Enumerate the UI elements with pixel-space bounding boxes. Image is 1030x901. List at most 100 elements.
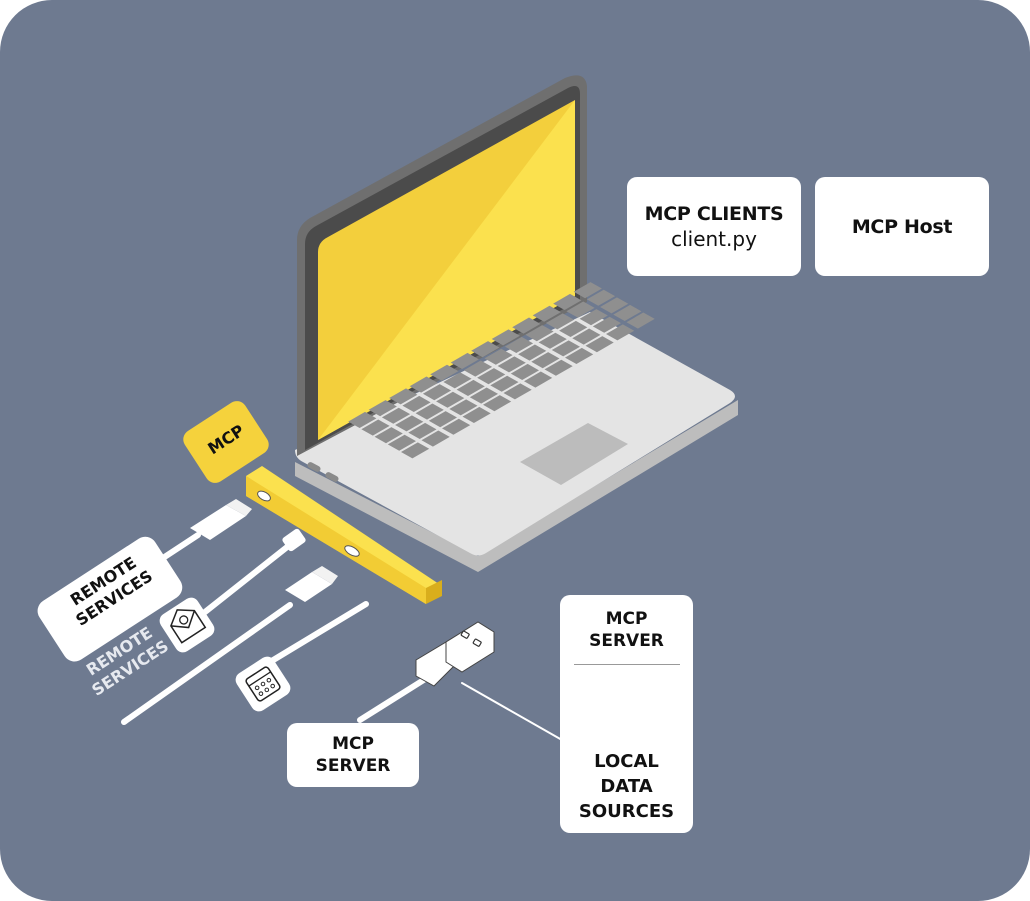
mcp-server-label: MCP SERVER	[315, 734, 391, 776]
keyboard-key	[415, 403, 444, 420]
usb-c-plug-1	[190, 505, 246, 540]
keyboard-key	[538, 332, 567, 349]
keyboard-key	[559, 320, 588, 337]
keyboard-key	[477, 368, 506, 385]
keyboard-key	[586, 289, 616, 306]
keyboard-key	[544, 359, 573, 376]
keyboard-key	[348, 411, 377, 428]
keyboard-key	[497, 356, 526, 373]
laptop-base-edge	[295, 400, 738, 572]
cable-remote-services	[160, 532, 201, 561]
keyboard-key	[613, 304, 642, 321]
cable-thin-card	[461, 682, 563, 741]
keyboard-key	[436, 391, 465, 408]
cables	[121, 532, 563, 741]
laptop-keyboard	[348, 282, 655, 459]
keyboard-key	[443, 372, 472, 389]
laptop-screen-highlight	[318, 100, 575, 440]
keyboard-key	[463, 360, 493, 377]
keyboard-key	[532, 305, 561, 322]
keyboard-key	[402, 395, 431, 412]
keyboard-key	[531, 352, 560, 369]
keyboard-key	[600, 297, 629, 314]
hub-port	[344, 545, 360, 557]
keyboard-key	[626, 312, 655, 329]
keyboard-key	[430, 364, 459, 381]
remote-services-box	[37, 536, 183, 662]
keyboard-key	[409, 376, 438, 393]
keyboard-key	[361, 419, 390, 436]
keyboard-key	[389, 388, 418, 405]
keyboard-key	[381, 407, 411, 424]
mcp-hub	[246, 466, 442, 604]
mcp-tag	[183, 401, 269, 483]
hub-top	[246, 466, 442, 596]
keyboard-key	[471, 341, 500, 358]
email-icon-card	[159, 597, 215, 653]
mcp-host-label: MCP Host	[851, 215, 953, 238]
calendar-icon	[245, 666, 281, 702]
keyboard-key	[490, 375, 519, 392]
mcp-server-box: MCP SERVER	[287, 723, 419, 787]
laptop-base-top	[295, 312, 735, 556]
keyboard-key	[553, 293, 582, 310]
hub-front-face	[246, 476, 426, 604]
keyboard-key	[565, 347, 594, 364]
laptop-port	[307, 462, 321, 472]
keyboard-key	[566, 301, 595, 318]
email-at-icon	[170, 609, 207, 644]
cable-email	[202, 537, 299, 615]
cable-long	[121, 602, 293, 725]
calendar-icon-card	[235, 656, 291, 712]
mcp-server-card-title: MCP SERVER	[589, 609, 664, 651]
keyboard-key	[483, 395, 512, 412]
usb-c-plug-2-tip	[312, 566, 338, 584]
keyboard-key	[504, 336, 534, 353]
keyboard-key	[374, 427, 403, 444]
cable-calendar	[262, 601, 369, 668]
local-data-sources-label: LOCAL DATA SOURCES	[578, 751, 675, 822]
keyboard-key	[525, 325, 554, 342]
connectors	[190, 499, 495, 687]
keyboard-key	[518, 344, 547, 361]
keyboard-key	[545, 313, 575, 330]
keyboard-key	[503, 383, 532, 400]
keyboard-key	[510, 363, 540, 380]
keyboard-key	[456, 379, 485, 396]
keyboard-key	[572, 328, 601, 345]
keyboard-key	[579, 309, 608, 326]
mcp-clients-box: MCP CLIENTS client.py	[627, 177, 801, 276]
keyboard-key	[422, 384, 452, 401]
mcp-host-box: MCP Host	[815, 177, 989, 276]
mcp-clients-file: client.py	[671, 226, 757, 251]
keyboard-key	[442, 418, 471, 435]
keyboard-key	[592, 316, 622, 333]
keyboard-key	[368, 400, 397, 417]
keyboard-key	[484, 348, 513, 365]
keyboard-key	[401, 442, 430, 459]
keyboard-key	[449, 399, 478, 416]
usb-c-plug-1-tip	[226, 499, 252, 516]
audio-jack	[282, 528, 306, 552]
hub-end	[426, 580, 442, 604]
laptop	[295, 75, 738, 572]
keyboard-key	[395, 415, 424, 432]
keyboard-key	[512, 317, 541, 334]
keyboard-key	[450, 352, 479, 369]
usb-a-plug-head	[445, 621, 495, 673]
keyboard-key	[462, 406, 491, 423]
keyboard-key	[387, 434, 417, 451]
keyboard-key	[585, 336, 614, 353]
keyboard-key	[524, 371, 553, 388]
keyboard-key	[573, 282, 602, 299]
hub-port	[257, 490, 271, 502]
keyboard-key	[606, 324, 635, 341]
keyboard-key	[421, 430, 450, 447]
keyboard-key	[469, 387, 499, 404]
keyboard-key	[491, 329, 520, 346]
mcp-server-card: MCP SERVER LOCAL DATA SOURCES	[560, 595, 693, 833]
cable-usb-server	[357, 673, 433, 723]
card-divider	[573, 664, 680, 665]
laptop-trackpad	[520, 423, 628, 485]
